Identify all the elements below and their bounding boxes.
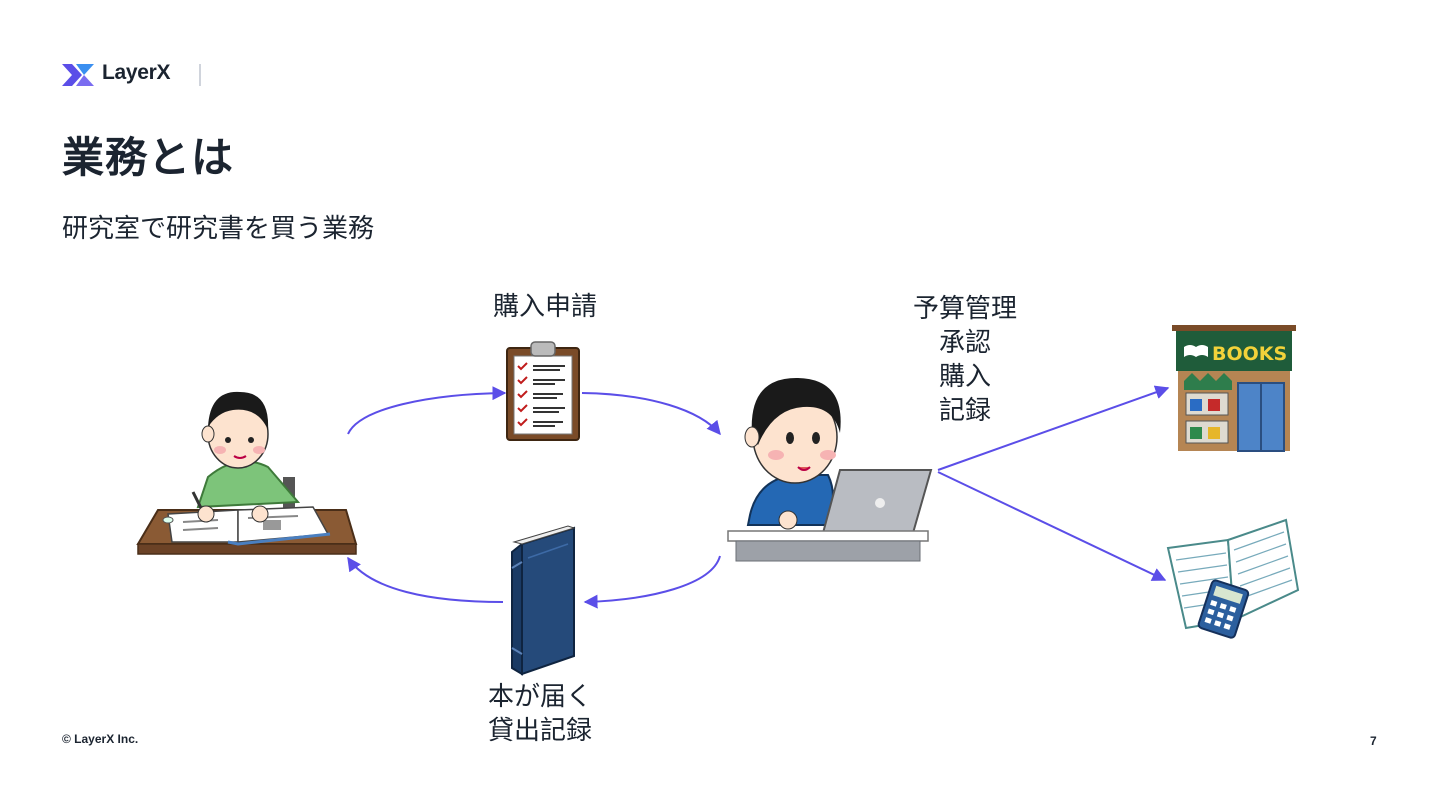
footer-copyright: © LayerX Inc. [62,732,139,746]
arrow-request-to-admin [581,392,721,436]
logo-divider [199,64,201,86]
arrow-student-to-request [347,386,507,435]
label-delivery-arrive: 本が届く [488,682,593,712]
label-management-budget: 予算管理 [912,294,1017,324]
arrow-admin-to-bookstore [937,385,1170,471]
label-management-record: 記録 [938,396,991,426]
arrow-admin-to-book [583,555,721,609]
label-management-approval: 承認 [938,328,991,358]
label-purchase-request: 購入申請 [492,292,597,322]
page-subtitle: 研究室で研究書を買う業務 [62,214,375,244]
label-management-purchase: 購入 [938,362,991,392]
bookstore-illustration: BOOKS [1172,325,1296,452]
page-title: 業務とは [62,133,235,182]
arrow-book-to-student [347,556,504,603]
label-delivery: 本が届く 貸出記録 [470,680,638,748]
layerx-logo-icon [62,64,94,86]
clipboard-illustration [506,341,580,441]
label-management: 予算管理 承認 購入 記録 [890,292,1040,428]
arrow-admin-to-ledger [937,471,1167,581]
book-illustration [511,525,576,676]
student-illustration [136,391,358,555]
logo-text: LayerX [102,61,171,84]
page-number: 7 [1370,734,1377,748]
layerx-logo: LayerX [62,60,212,90]
label-delivery-lending: 貸出記録 [488,716,593,746]
admin-illustration [727,377,933,562]
bookstore-sign-text: BOOKS [1212,343,1287,365]
ledger-calculator-illustration [1166,518,1300,639]
